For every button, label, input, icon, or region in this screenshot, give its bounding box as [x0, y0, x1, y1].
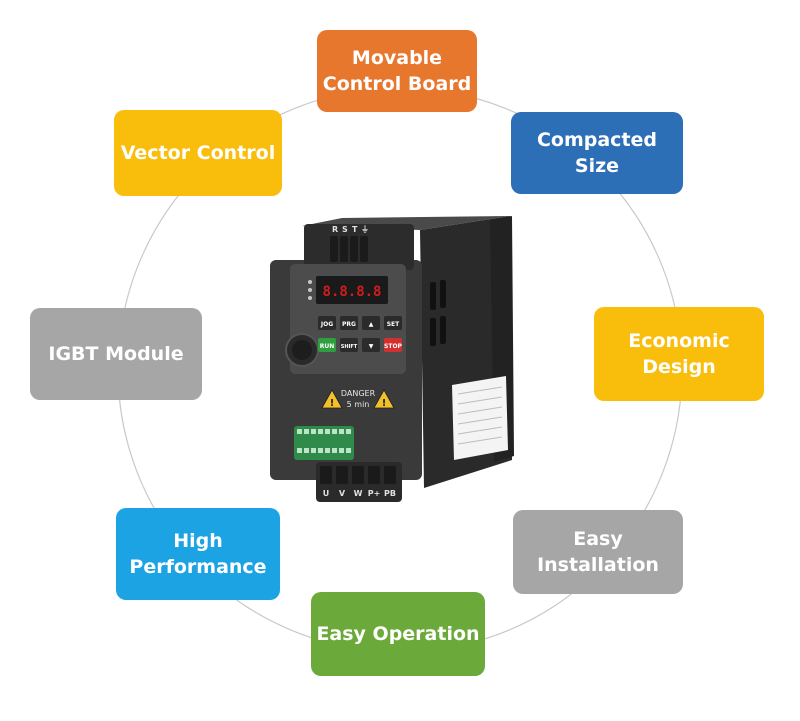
svg-text:V: V	[339, 489, 346, 498]
feature-economic-design: Economic Design	[594, 307, 764, 401]
svg-text:W: W	[354, 489, 363, 498]
feature-movable-control-board: Movable Control Board	[317, 30, 477, 112]
svg-text:!: !	[330, 398, 335, 409]
feature-easy-operation: Easy Operation	[311, 592, 485, 676]
feature-vector-control: Vector Control	[114, 110, 282, 196]
inverter-device-image: R S T ⏚ 8.8.8.8 JOG PRG ▲ SET RUN SHIFT …	[270, 216, 514, 502]
top-terminal-labels: R S T ⏚	[332, 225, 369, 234]
led-display	[316, 276, 388, 304]
feature-high-performance: High Performance	[116, 508, 280, 600]
feature-igbt-module: IGBT Module	[30, 308, 202, 400]
bottom-terminal-labels: U V W P+ PB	[323, 489, 396, 498]
up-key	[362, 316, 380, 330]
svg-text:!: !	[382, 398, 387, 409]
svg-text:STOP: STOP	[384, 343, 403, 350]
svg-text:JOG: JOG	[320, 321, 333, 328]
stop-key	[384, 338, 402, 352]
svg-text:PRG: PRG	[342, 321, 356, 328]
set-key	[384, 316, 402, 330]
svg-text:SHIFT: SHIFT	[341, 344, 358, 350]
control-terminal-block	[294, 426, 354, 460]
svg-text:R: R	[332, 225, 338, 234]
svg-text:RUN: RUN	[320, 343, 335, 350]
down-key	[362, 338, 380, 352]
svg-text:▲: ▲	[369, 321, 374, 328]
svg-text:T: T	[352, 225, 358, 234]
svg-text:8.8.8.8: 8.8.8.8	[322, 284, 381, 300]
run-key	[318, 338, 336, 352]
jog-key	[318, 316, 336, 330]
warning-triangle-icon: !	[321, 389, 343, 409]
feature-compacted-size: Compacted Size	[511, 112, 683, 194]
svg-text:PB: PB	[384, 489, 396, 498]
svg-text:▼: ▼	[369, 343, 374, 350]
side-label	[452, 376, 508, 460]
feature-easy-installation: Easy Installation	[513, 510, 683, 594]
svg-text:U: U	[323, 489, 330, 498]
vent-slots	[430, 280, 446, 346]
svg-text:⏚: ⏚	[361, 225, 369, 234]
danger-label: DANGER	[341, 389, 376, 398]
shift-key	[340, 338, 358, 352]
danger-time-label: 5 min	[347, 400, 370, 409]
svg-text:P+: P+	[368, 489, 381, 498]
svg-text:SET: SET	[387, 321, 400, 328]
warning-triangle-icon: !	[373, 389, 395, 409]
svg-text:S: S	[342, 225, 348, 234]
prg-key	[340, 316, 358, 330]
